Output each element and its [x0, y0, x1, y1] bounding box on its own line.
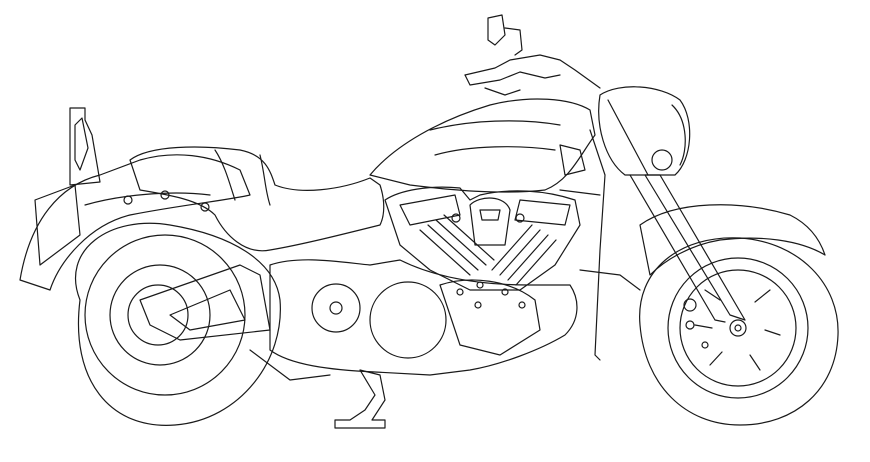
rear-wheel: [74, 222, 281, 426]
handlebar: [464, 54, 601, 96]
front-wheel: [639, 237, 839, 426]
mirror: [487, 14, 523, 56]
rear-fender: [19, 154, 251, 291]
kickstand: [334, 369, 386, 429]
front-fender: [639, 204, 826, 276]
crankcase: [269, 259, 578, 376]
fuel-tank: [369, 98, 596, 193]
seat: [129, 146, 385, 252]
headlight-assembly: [598, 86, 691, 176]
frame: [559, 129, 641, 361]
v-twin-engine: [384, 186, 581, 291]
sissy-bar: [69, 107, 101, 186]
